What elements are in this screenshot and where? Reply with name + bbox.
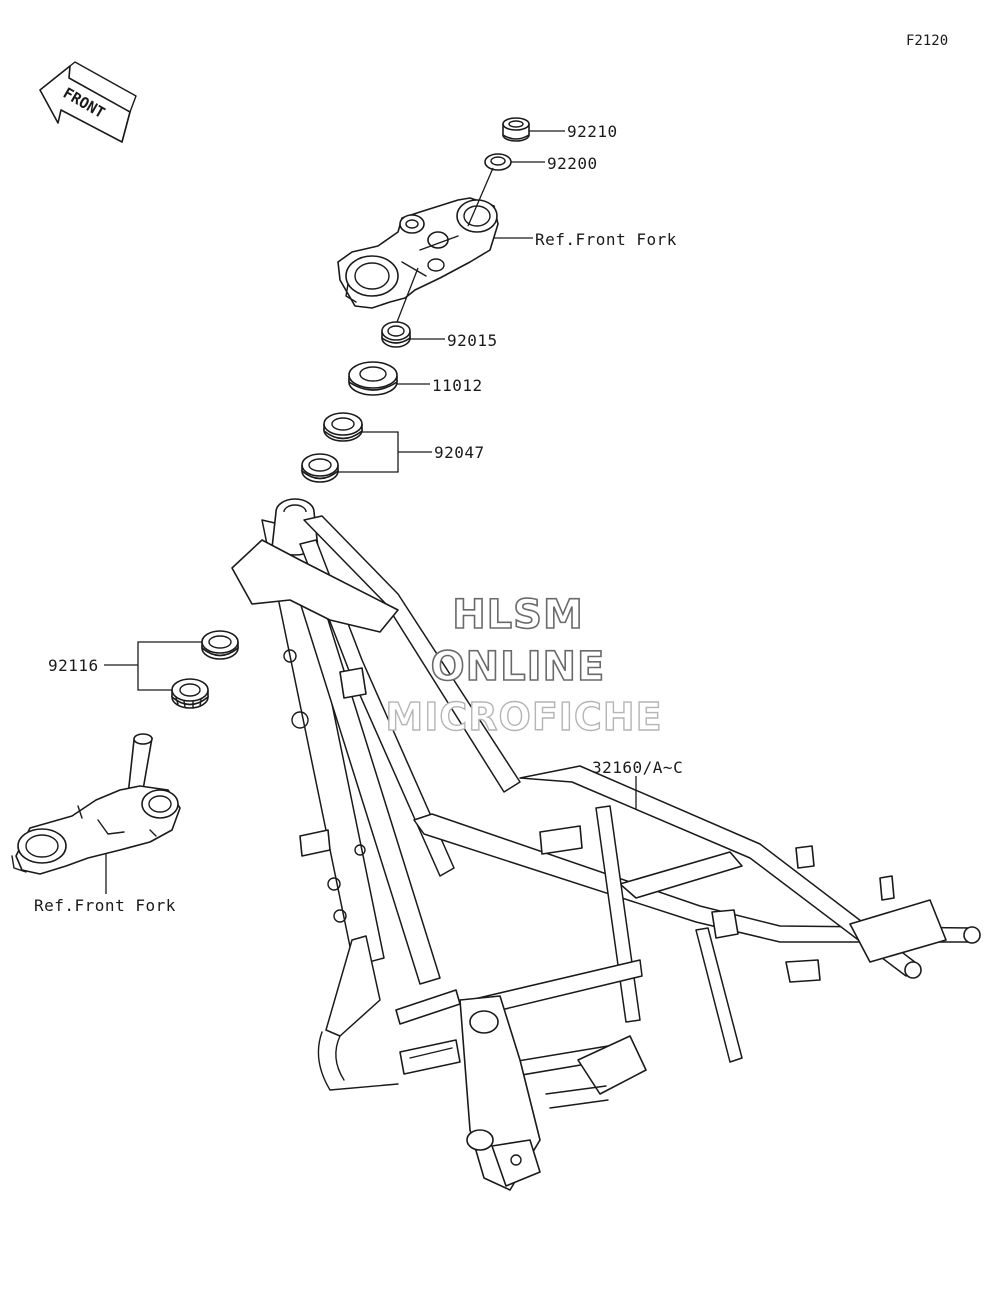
leader-92116-bracket <box>104 641 202 691</box>
callout-92116: 92116 <box>48 656 99 675</box>
part-92015-locknut <box>381 321 411 348</box>
callout-92047: 92047 <box>434 443 485 462</box>
callout-92210: 92210 <box>567 122 618 141</box>
front-direction-arrow-icon: FRONT <box>39 61 137 143</box>
leader-92047-bracket <box>338 431 432 473</box>
lower-triple-clamp-stem <box>11 733 181 875</box>
figure-code: F2120 <box>906 33 948 49</box>
part-11012-dust-cap <box>348 361 398 396</box>
upper-triple-clamp <box>337 197 499 309</box>
part-92047-lower-race <box>301 453 339 483</box>
callout-92015: 92015 <box>447 331 498 350</box>
watermark-line-2: ONLINE <box>431 644 606 690</box>
watermark: HLSM ONLINE MICROFICHE <box>385 591 663 740</box>
callout-92200: 92200 <box>547 154 598 173</box>
callout-ref-front-fork-bottom: Ref.Front Fork <box>34 896 176 915</box>
leader-92200-to-clamp <box>467 167 494 227</box>
part-92116-race <box>201 630 239 660</box>
part-92047-upper-bearing <box>323 412 363 442</box>
leader-92015-to-clamp <box>396 267 419 323</box>
watermark-line-1: HLSM <box>452 592 584 638</box>
part-92116-bearing <box>171 678 209 709</box>
motorcycle-frame <box>231 498 981 1191</box>
callout-11012: 11012 <box>432 376 483 395</box>
callout-ref-front-fork-top: Ref.Front Fork <box>535 230 677 249</box>
part-92200-washer <box>484 153 512 171</box>
watermark-line-3: MICROFICHE <box>385 695 662 739</box>
part-92210-stem-nut <box>502 117 530 142</box>
callout-32160: 32160/A~C <box>592 758 683 777</box>
